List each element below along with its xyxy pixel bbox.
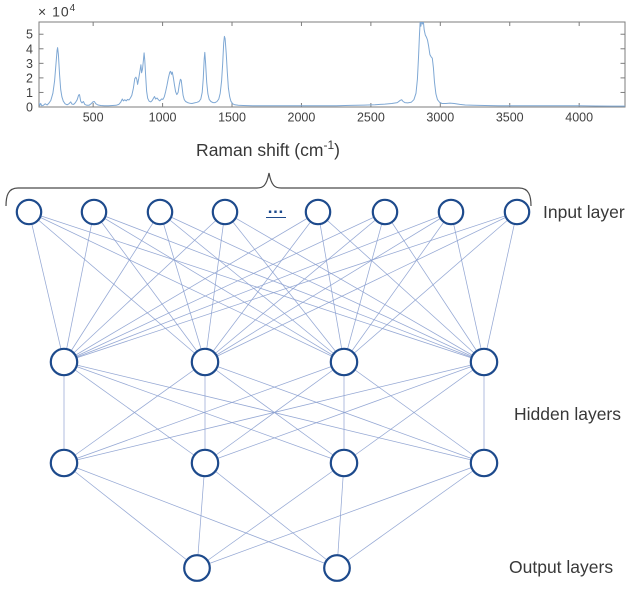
edge [343,211,452,363]
edge [224,211,345,363]
y-tick-label: 0 [26,101,33,115]
input-node [503,198,531,226]
edge [450,211,485,363]
input-node [371,198,399,226]
edge [63,211,518,363]
hidden-layers-label: Hidden layers [514,404,621,424]
edge [159,211,345,363]
hidden2-node [190,448,220,478]
edge [93,211,206,363]
edge [63,211,161,363]
y-tick-label: 4 [26,42,33,56]
input-node [146,198,174,226]
x-tick-label: 2500 [357,111,385,125]
edge [63,462,198,569]
y-tick-label: 1 [26,86,33,100]
edge [336,462,485,569]
edge [196,462,485,569]
edge [28,211,345,363]
edge [204,211,452,363]
edge [317,211,345,363]
hidden1-node [329,347,359,377]
x-tick-label: 1500 [218,111,246,125]
edge [317,211,485,363]
output-node [323,554,351,582]
edge [343,361,485,464]
edge [63,361,485,464]
edge [28,211,206,363]
spectrum-line [39,22,625,107]
edge [93,211,485,363]
y-tick-label: 5 [26,28,33,42]
y-axis-scale-label: × 104 [38,3,77,20]
edge [343,211,518,363]
input-node [304,198,332,226]
edge [63,211,452,363]
x-tick-label: 2000 [288,111,316,125]
edge [196,462,206,569]
output-layers-label: Output layers [509,557,614,577]
edge [63,462,338,569]
hidden2-node [469,448,499,478]
edge [63,211,95,363]
output-node [183,554,211,582]
input-layer-ellipsis: … [266,198,286,218]
neural-network-diagram [5,172,532,582]
x-tick-label: 3500 [496,111,524,125]
input-brace [5,172,532,207]
input-layer-label: Input layer [543,202,625,222]
edge [159,211,206,363]
input-node [15,198,43,226]
hidden1-node [49,347,79,377]
edge [204,211,319,363]
edge [28,211,65,363]
hidden1-node [469,347,499,377]
edge [204,211,386,363]
input-node [211,198,239,226]
edge [384,211,485,363]
x-tick-label: 1000 [149,111,177,125]
edge [63,361,345,464]
input-node [437,198,465,226]
edge [343,211,386,363]
edge [196,462,345,569]
edge [63,211,319,363]
axes-box [38,21,626,108]
x-axis-title: Raman shift (cm-1) [196,138,340,160]
edge [63,211,386,363]
x-tick-label: 4000 [565,111,593,125]
edge [63,361,206,464]
y-tick-label: 3 [26,57,33,71]
edge [204,361,485,464]
edge [204,211,226,363]
edge [159,211,485,363]
y-tick-label: 2 [26,71,33,85]
edge [483,211,518,363]
x-tick-label: 3000 [426,111,454,125]
edge [204,211,518,363]
edge [224,211,485,363]
edge [93,211,345,363]
hidden2-node [49,448,79,478]
input-node [80,198,108,226]
hidden1-node [190,347,220,377]
x-tick-label: 500 [83,111,104,125]
hidden2-node [329,448,359,478]
edge [63,211,226,363]
